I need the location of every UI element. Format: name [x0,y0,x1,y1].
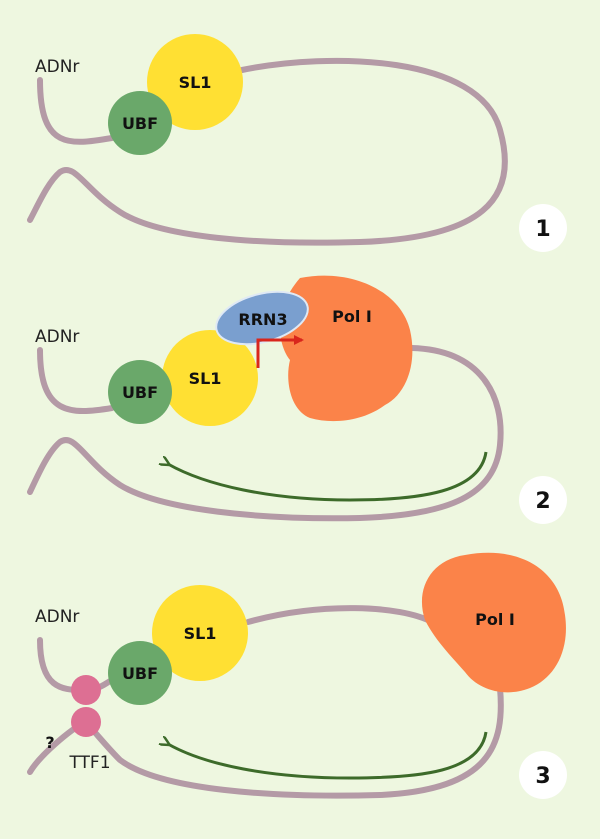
sl1-protein [162,330,258,426]
step-badge [519,204,567,252]
ubf-label: UBF [122,383,158,402]
transcription-direction-arrow [168,731,488,780]
ubf-protein [108,91,172,155]
sl1-label: SL1 [179,73,212,92]
dna-label: ADNr [35,57,79,77]
rrn3-label: RRN3 [238,310,287,329]
ttf1-label: TTF1 [68,753,110,773]
ttf1-protein-upper [71,675,101,705]
pol1-label: Pol I [475,610,515,629]
sl1-protein [147,34,243,130]
panel-3: ADNr SL1 UBF Pol I ? TTF1 3 [27,552,567,799]
sl1-label: SL1 [184,624,217,643]
step-number: 2 [535,489,550,514]
dna-strand [37,347,115,415]
step-badge [519,476,567,524]
ubf-label: UBF [122,664,158,683]
question-mark: ? [45,733,54,752]
sl1-protein [152,585,248,681]
dna-loop [27,345,504,522]
dna-strand [37,77,115,145]
step-badge [519,751,567,799]
transcription-direction-arrow [168,451,488,502]
ttf1-protein-lower [71,707,101,737]
panel-1: ADNr SL1 UBF 1 [27,34,567,252]
dna-loop [27,57,508,246]
transcription-start-arrow [256,335,304,368]
sl1-label: SL1 [189,369,222,388]
ubf-protein [108,641,172,705]
dna-loop [27,685,504,799]
pol1-enzyme [421,552,566,693]
dna-label: ADNr [35,327,79,347]
ubf-label: UBF [122,114,158,133]
pol1-label: Pol I [332,307,372,326]
step-number: 3 [535,764,550,789]
panel-2: ADNr RRN3 Pol I SL1 UBF 2 [27,275,567,524]
step-number: 1 [535,217,550,242]
ubf-protein [108,360,172,424]
dna-label: ADNr [35,607,79,627]
dna-loop [245,605,435,625]
pol1-enzyme [279,275,413,422]
